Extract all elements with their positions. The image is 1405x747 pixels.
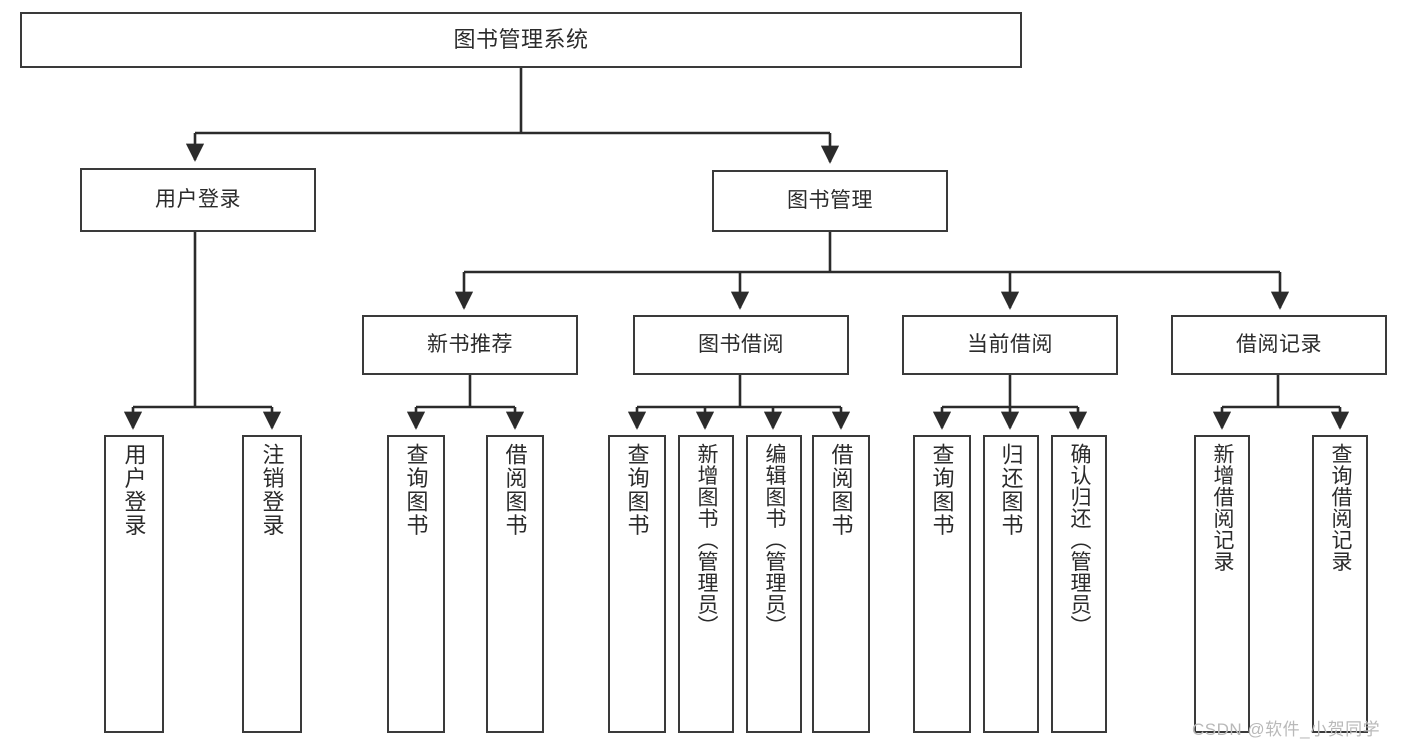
leaf-user-login-login-label: 用户登录 bbox=[121, 443, 147, 537]
leaf-current-query-book-label: 查询图书 bbox=[929, 443, 955, 537]
leaf-borrow-edit-book-admin-label: 编辑图书（管理员） bbox=[763, 443, 787, 637]
leaf-borrow-add-book-admin-label: 新增图书（管理员） bbox=[695, 443, 719, 637]
leaf-current-return-book[interactable]: 归还图书 bbox=[983, 435, 1039, 733]
leaf-borrow-query-book[interactable]: 查询图书 bbox=[608, 435, 666, 733]
node-book-borrow-label: 图书借阅 bbox=[698, 333, 784, 357]
leaf-recommend-query-book-label: 查询图书 bbox=[403, 443, 429, 537]
leaf-borrow-borrow-book[interactable]: 借阅图书 bbox=[812, 435, 870, 733]
leaf-current-return-book-label: 归还图书 bbox=[998, 443, 1024, 537]
node-borrow-record-label: 借阅记录 bbox=[1236, 333, 1322, 357]
leaf-current-query-book[interactable]: 查询图书 bbox=[913, 435, 971, 733]
leaf-record-query-record[interactable]: 查询借阅记录 bbox=[1312, 435, 1368, 733]
leaf-recommend-borrow-book-label: 借阅图书 bbox=[502, 443, 528, 537]
leaf-borrow-add-book-admin[interactable]: 新增图书（管理员） bbox=[678, 435, 734, 733]
node-current-borrow-label: 当前借阅 bbox=[967, 333, 1053, 357]
node-user-login-label: 用户登录 bbox=[155, 188, 241, 212]
node-borrow-record[interactable]: 借阅记录 bbox=[1171, 315, 1387, 375]
leaf-record-add-record[interactable]: 新增借阅记录 bbox=[1194, 435, 1250, 733]
leaf-record-add-record-label: 新增借阅记录 bbox=[1211, 443, 1235, 572]
node-root-label: 图书管理系统 bbox=[453, 27, 589, 53]
leaf-borrow-query-book-label: 查询图书 bbox=[624, 443, 650, 537]
node-book-management-label: 图书管理 bbox=[787, 189, 873, 213]
leaf-recommend-borrow-book[interactable]: 借阅图书 bbox=[486, 435, 544, 733]
leaf-record-query-record-label: 查询借阅记录 bbox=[1329, 443, 1353, 572]
node-user-login[interactable]: 用户登录 bbox=[80, 168, 316, 232]
node-book-borrow[interactable]: 图书借阅 bbox=[633, 315, 849, 375]
leaf-current-confirm-return-admin-label: 确认归还（管理员） bbox=[1068, 443, 1092, 637]
leaf-current-confirm-return-admin[interactable]: 确认归还（管理员） bbox=[1051, 435, 1107, 733]
leaf-user-login-logout[interactable]: 注销登录 bbox=[242, 435, 302, 733]
leaf-user-login-logout-label: 注销登录 bbox=[259, 443, 285, 537]
leaf-borrow-edit-book-admin[interactable]: 编辑图书（管理员） bbox=[746, 435, 802, 733]
leaf-borrow-borrow-book-label: 借阅图书 bbox=[828, 443, 854, 537]
leaf-user-login-login[interactable]: 用户登录 bbox=[104, 435, 164, 733]
leaf-recommend-query-book[interactable]: 查询图书 bbox=[387, 435, 445, 733]
node-book-management[interactable]: 图书管理 bbox=[712, 170, 948, 232]
node-current-borrow[interactable]: 当前借阅 bbox=[902, 315, 1118, 375]
watermark: CSDN @软件_小贺同学 bbox=[1192, 720, 1381, 739]
node-root[interactable]: 图书管理系统 bbox=[20, 12, 1022, 68]
node-new-book-recommend-label: 新书推荐 bbox=[427, 333, 513, 357]
node-new-book-recommend[interactable]: 新书推荐 bbox=[362, 315, 578, 375]
